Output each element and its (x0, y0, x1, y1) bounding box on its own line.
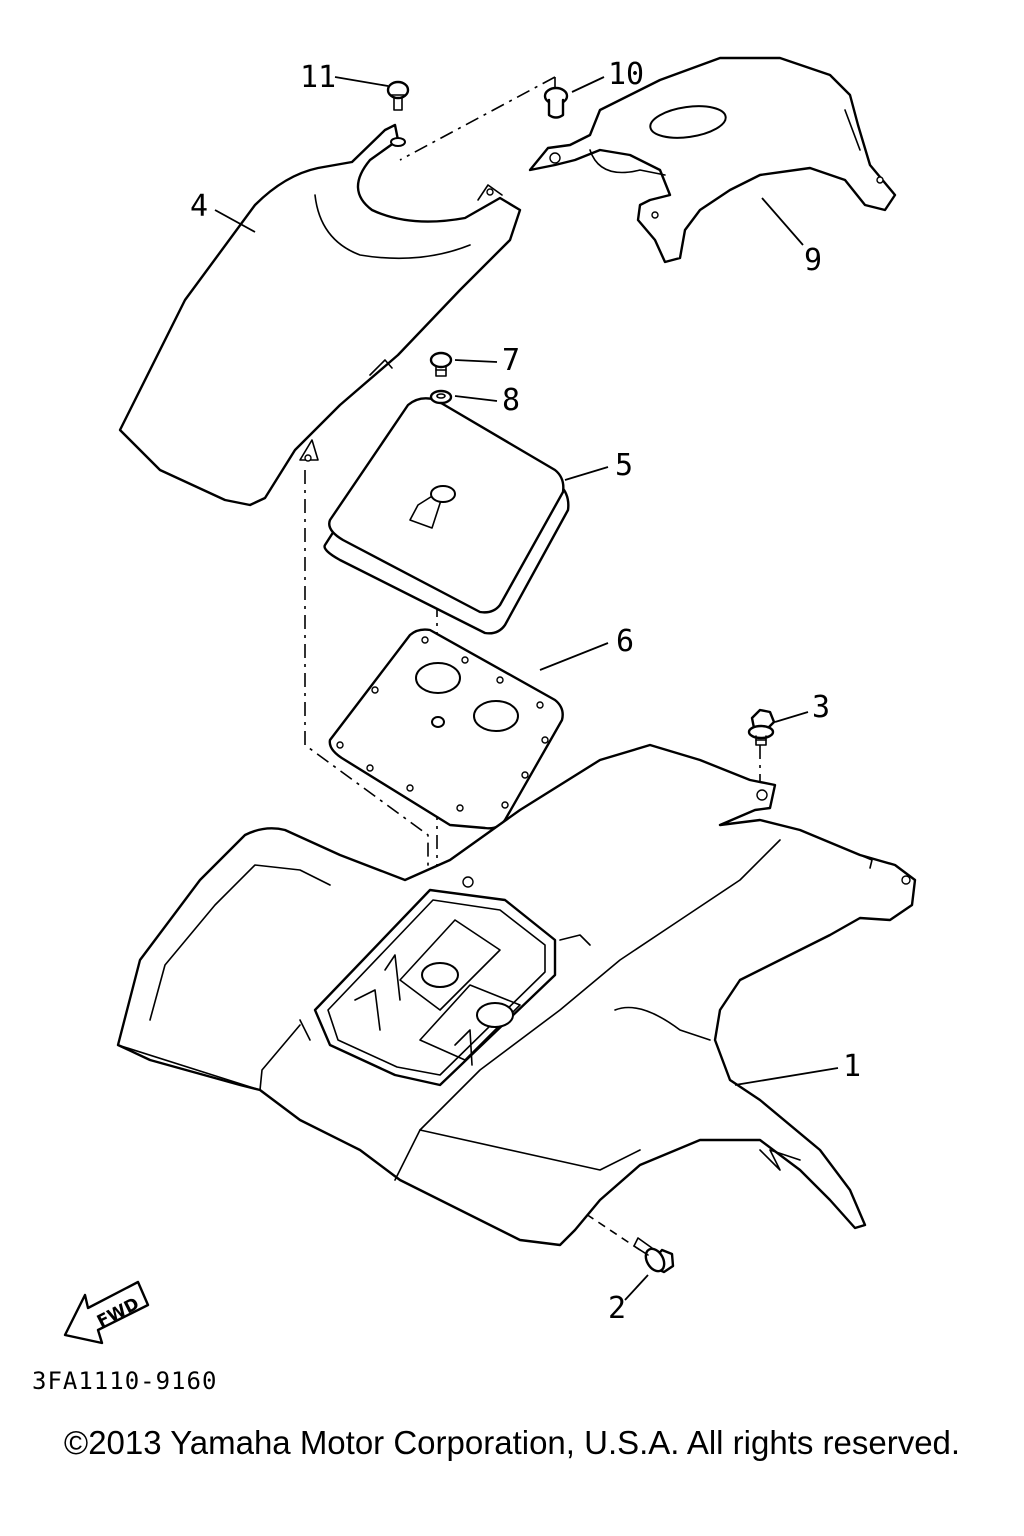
fwd-arrow-icon: FWD (63, 1280, 150, 1345)
callout-11: 11 (300, 60, 336, 95)
part-4-upper-fender (118, 123, 522, 507)
callout-6: 6 (616, 624, 634, 659)
callout-5: 5 (615, 448, 633, 483)
part-9-upper-guard (528, 56, 897, 264)
callout-1: 1 (843, 1049, 861, 1084)
fastener-11-screw (386, 80, 410, 147)
callout-4: 4 (190, 189, 208, 224)
callout-3: 3 (812, 690, 830, 725)
part-5-cover (323, 397, 570, 635)
callout-8: 8 (502, 383, 520, 418)
fastener-10-collar (543, 86, 569, 119)
fastener-8-washer (429, 389, 453, 405)
callout-10: 10 (608, 57, 644, 92)
part-1-rear-fender (116, 743, 917, 1247)
fastener-3-bolt (747, 708, 776, 746)
diagram-code: 3FA1110-9160 (32, 1367, 217, 1395)
callout-2: 2 (608, 1291, 626, 1326)
callout-9: 9 (804, 243, 822, 278)
callout-7: 7 (502, 343, 520, 378)
leader-lines (214, 76, 839, 1301)
part-6-plate (328, 628, 564, 830)
fastener-2-bolt (633, 1237, 675, 1274)
fastener-7-screw (429, 351, 453, 377)
callouts: 11 10 4 9 7 8 5 6 3 1 2 (190, 57, 861, 1326)
copyright-notice: ©2013 Yamaha Motor Corporation, U.S.A. A… (63, 1424, 961, 1461)
